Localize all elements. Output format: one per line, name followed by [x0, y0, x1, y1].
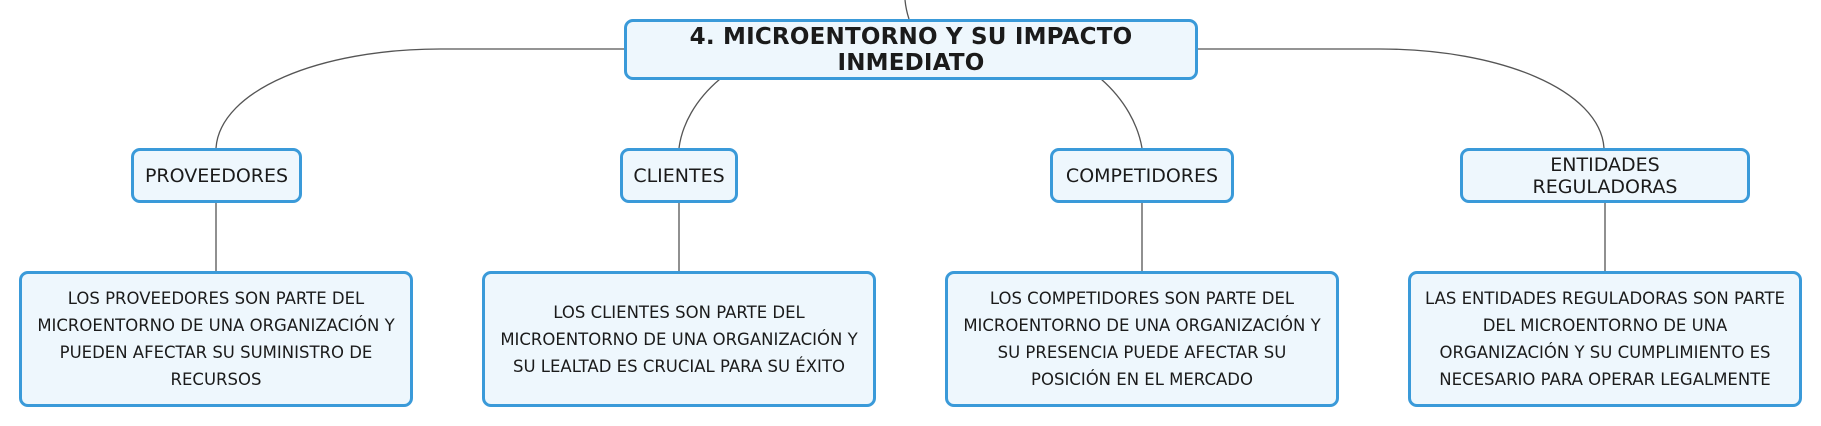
connector-root-to-proveedores — [215, 48, 624, 149]
connector-root-to-entidades — [1198, 48, 1605, 149]
topic-competidores[interactable]: COMPETIDORES — [1050, 148, 1234, 203]
subtopic-text: LOS COMPETIDORES SON PARTE DEL MICROENTO… — [963, 289, 1321, 389]
topic-clientes[interactable]: CLIENTES — [620, 148, 738, 203]
connector-parent-to-root — [904, 0, 910, 20]
topic-label: COMPETIDORES — [1065, 164, 1219, 187]
subtopic-text: LAS ENTIDADES REGULADORAS SON PARTE DEL … — [1425, 289, 1785, 389]
subtopic-proveedores-description[interactable]: LOS PROVEEDORES SON PARTE DEL MICROENTOR… — [19, 271, 413, 407]
subtopic-entidades-description[interactable]: LAS ENTIDADES REGULADORAS SON PARTE DEL … — [1408, 271, 1802, 407]
connector-root-to-clientes — [678, 78, 721, 149]
subtopic-clientes-description[interactable]: LOS CLIENTES SON PARTE DEL MICROENTORNO … — [482, 271, 876, 407]
root-topic[interactable]: 4. MICROENTORNO Y SU IMPACTO INMEDIATO — [624, 19, 1198, 80]
topic-proveedores[interactable]: PROVEEDORES — [131, 148, 302, 203]
subtopic-text: LOS CLIENTES SON PARTE DEL MICROENTORNO … — [500, 302, 858, 376]
topic-label: CLIENTES — [633, 164, 725, 187]
subtopic-competidores-description[interactable]: LOS COMPETIDORES SON PARTE DEL MICROENTO… — [945, 271, 1339, 407]
topic-entidades-reguladoras[interactable]: ENTIDADES REGULADORAS — [1460, 148, 1750, 203]
connector-root-to-competidores — [1100, 78, 1143, 149]
topic-label: ENTIDADES REGULADORAS — [1532, 153, 1678, 198]
subtopic-text: LOS PROVEEDORES SON PARTE DEL MICROENTOR… — [37, 289, 395, 389]
topic-label: PROVEEDORES — [144, 164, 289, 187]
root-topic-label: 4. MICROENTORNO Y SU IMPACTO INMEDIATO — [689, 23, 1133, 76]
